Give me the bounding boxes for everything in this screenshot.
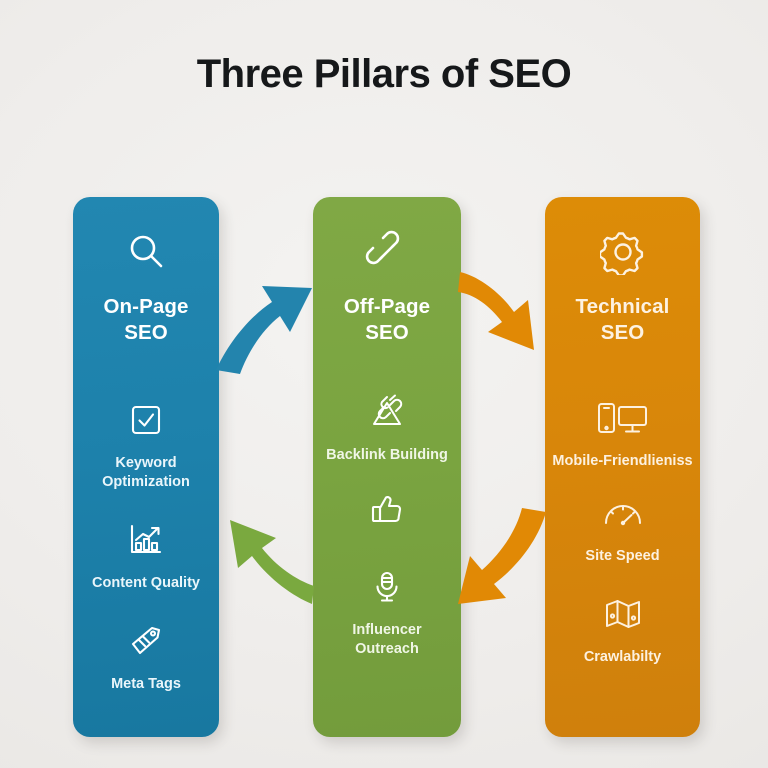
page-title: Three Pillars of SEO (196, 52, 572, 96)
pillar-title-line1: Off-Page (343, 295, 431, 318)
thumbs-up-icon (369, 487, 405, 531)
feature-label: Meta Tags (111, 676, 181, 692)
feature-keyword-optimization[interactable]: Keyword Optimization (73, 398, 219, 492)
checkbox-check-icon (129, 398, 163, 442)
arrow-technical-to-off-page (458, 508, 546, 604)
backlink-pyramid-icon (367, 390, 407, 434)
feature-content-quality[interactable]: Content Quality (73, 518, 219, 593)
arrow-off-page-to-on-page (230, 520, 314, 604)
pillar-title-line2: SEO (600, 321, 645, 345)
arrow-on-page-to-off-page (216, 286, 312, 374)
feature-label: Influencer Outreach (352, 622, 422, 658)
feature-label: Mobile-Friendlieniss (552, 453, 693, 470)
pillar-title-line2: SEO (365, 321, 409, 345)
magnifier-icon (124, 226, 168, 278)
feature-influencer-outreach[interactable]: Influencer Outreach (313, 565, 461, 659)
chain-link-icon (365, 226, 409, 278)
feature-meta-tags[interactable]: Meta Tags (73, 619, 219, 694)
pillar-card-on-page[interactable]: On-Page SEO Keyword Optimization (73, 197, 219, 737)
gear-icon (599, 226, 646, 278)
pillar-title-technical: Technical SEO (576, 294, 670, 346)
folded-map-icon (604, 592, 642, 636)
feature-backlink-building[interactable]: Backlink Building (313, 390, 461, 465)
feature-site-speed[interactable]: Site Speed (545, 491, 700, 566)
pillar-title-line2: SEO (124, 321, 168, 345)
feature-label: Crawlabilty (583, 649, 662, 666)
pillar-title-line1: Technical (575, 295, 670, 318)
arrow-off-page-to-technical (458, 272, 534, 350)
feature-thumbs-up[interactable] (313, 487, 461, 543)
speedometer-icon (602, 491, 644, 535)
pillar-title-line1: On-Page (103, 295, 189, 318)
feature-label: Content Quality (92, 575, 200, 592)
price-tags-icon (128, 619, 164, 663)
pillar-title-on-page: On-Page SEO (104, 294, 189, 346)
bar-chart-growth-icon (128, 518, 164, 562)
pillar-card-off-page[interactable]: Off-Page SEO Backlink Building (313, 197, 461, 737)
feature-label: Backlink Building (326, 447, 448, 464)
feature-label: Keyword Optimization (102, 455, 190, 491)
microphone-icon (371, 565, 403, 609)
feature-mobile-friendliness[interactable]: Mobile-Friendlieniss (545, 396, 700, 471)
mobile-desktop-icon (596, 396, 650, 440)
pillar-card-technical[interactable]: Technical SEO Mobile-Friendlieniss (545, 197, 700, 737)
pillar-title-off-page: Off-Page SEO (344, 294, 430, 346)
feature-label: Site Speed (585, 548, 660, 565)
feature-crawlability[interactable]: Crawlabilty (545, 592, 700, 667)
